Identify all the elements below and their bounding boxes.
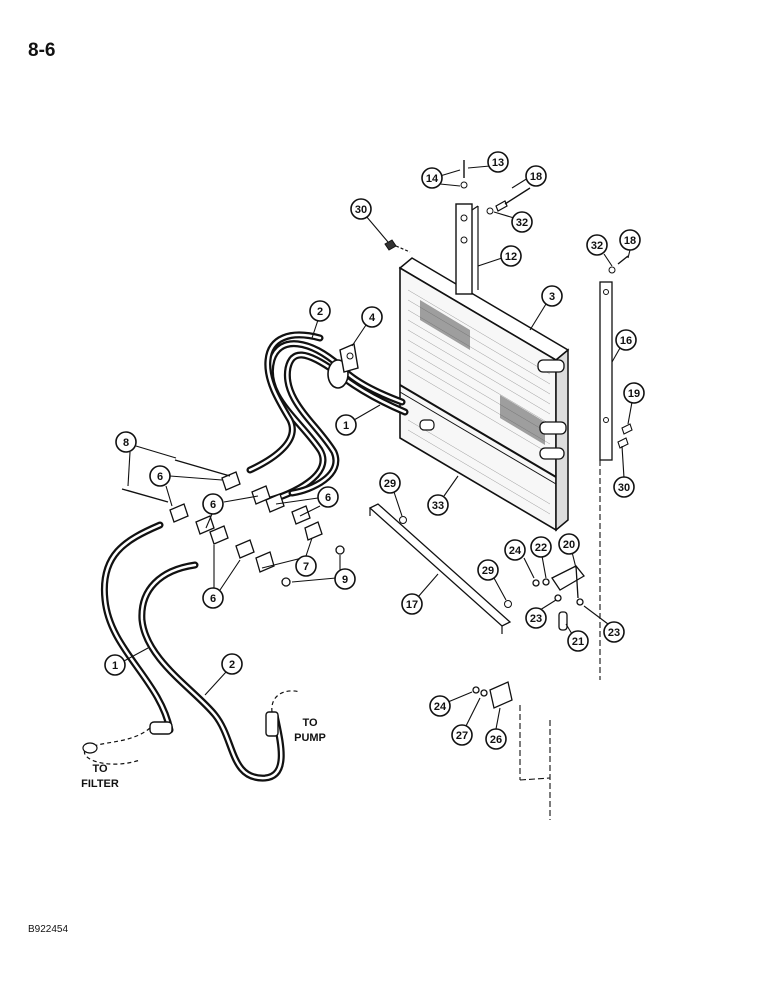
hose-end-fittings [82, 690, 301, 765]
svg-text:14: 14 [426, 173, 439, 185]
callout-24-upper: 24 [504, 539, 526, 561]
callout-26: 26 [485, 728, 507, 750]
svg-text:26: 26 [490, 734, 502, 746]
svg-text:8: 8 [123, 437, 129, 449]
oil-cooler-assembly [398, 257, 570, 532]
support-rod [368, 503, 512, 634]
callout-24-lower: 24 [429, 695, 451, 717]
callout-7: 7 [295, 555, 317, 577]
svg-text:20: 20 [563, 539, 575, 551]
side-strap [599, 255, 633, 680]
upper-bracket [384, 160, 531, 295]
callout-29-upper: 29 [379, 472, 401, 494]
to-filter-label-line2: FILTER [81, 778, 119, 790]
clamp-blocks [121, 459, 345, 587]
svg-text:18: 18 [624, 235, 636, 247]
hose-assembly [100, 331, 409, 782]
svg-text:2: 2 [317, 306, 323, 318]
callout-32-top: 32 [511, 211, 533, 233]
svg-text:3: 3 [549, 291, 555, 303]
svg-text:32: 32 [516, 217, 528, 229]
bottom-bracket [472, 681, 551, 820]
callout-3: 3 [541, 285, 563, 307]
lower-bracket [532, 565, 585, 631]
svg-text:6: 6 [210, 499, 216, 511]
callout-1-lower: 1 [104, 654, 126, 676]
callout-22: 22 [530, 536, 552, 558]
svg-text:32: 32 [591, 240, 603, 252]
svg-text:6: 6 [325, 492, 331, 504]
callout-30-right: 30 [613, 476, 635, 498]
svg-text:16: 16 [620, 335, 632, 347]
callout-18-right: 18 [619, 229, 641, 251]
to-pump-label-line1: TO [302, 717, 318, 729]
svg-text:13: 13 [492, 157, 504, 169]
svg-text:12: 12 [505, 251, 517, 263]
callouts: 1 1 2 2 3 4 6 6 6 [104, 151, 645, 750]
svg-text:22: 22 [535, 542, 547, 554]
callout-8: 8 [115, 431, 137, 453]
callout-6-a: 6 [149, 465, 171, 487]
svg-text:19: 19 [628, 388, 640, 400]
svg-text:6: 6 [157, 471, 163, 483]
svg-text:1: 1 [112, 660, 118, 672]
svg-text:17: 17 [406, 599, 418, 611]
callout-17: 17 [401, 593, 423, 615]
callout-1-upper: 1 [335, 414, 357, 436]
svg-text:18: 18 [530, 171, 542, 183]
callout-30-left: 30 [350, 198, 372, 220]
callout-23-left: 23 [525, 607, 547, 629]
callout-6-d: 6 [202, 587, 224, 609]
svg-text:21: 21 [572, 636, 584, 648]
svg-text:4: 4 [369, 312, 376, 324]
svg-text:7: 7 [303, 561, 309, 573]
callout-27: 27 [451, 724, 473, 746]
callout-16: 16 [615, 329, 637, 351]
callout-18-top: 18 [525, 165, 547, 187]
to-filter-label-line1: TO [92, 763, 108, 775]
callout-13: 13 [487, 151, 509, 173]
svg-text:2: 2 [229, 659, 235, 671]
svg-text:27: 27 [456, 730, 468, 742]
callout-14: 14 [421, 167, 443, 189]
to-pump-label-line2: PUMP [294, 732, 326, 744]
callout-2-upper: 2 [309, 300, 331, 322]
svg-text:30: 30 [618, 482, 630, 494]
page-number: 8-6 [28, 40, 56, 61]
callout-6-c: 6 [317, 486, 339, 508]
hose-clamp [327, 343, 359, 389]
svg-text:30: 30 [355, 204, 367, 216]
svg-text:33: 33 [432, 500, 444, 512]
svg-text:9: 9 [342, 574, 348, 586]
svg-text:1: 1 [343, 420, 349, 432]
svg-text:24: 24 [509, 545, 522, 557]
svg-text:24: 24 [434, 701, 447, 713]
callout-21: 21 [567, 630, 589, 652]
svg-text:29: 29 [482, 565, 494, 577]
callout-2-lower: 2 [221, 653, 243, 675]
callout-29-lower: 29 [477, 559, 499, 581]
svg-text:23: 23 [608, 627, 620, 639]
callout-9: 9 [334, 568, 356, 590]
callout-4: 4 [361, 306, 383, 328]
svg-text:23: 23 [530, 613, 542, 625]
svg-text:29: 29 [384, 478, 396, 490]
callout-6-b: 6 [202, 493, 224, 515]
figure-code: B922454 [28, 924, 69, 935]
callout-12: 12 [500, 245, 522, 267]
callout-23-right: 23 [603, 621, 625, 643]
svg-text:6: 6 [210, 593, 216, 605]
callout-20: 20 [558, 533, 580, 555]
callout-19: 19 [623, 382, 645, 404]
callout-32-right: 32 [586, 234, 608, 256]
callout-33: 33 [427, 494, 449, 516]
